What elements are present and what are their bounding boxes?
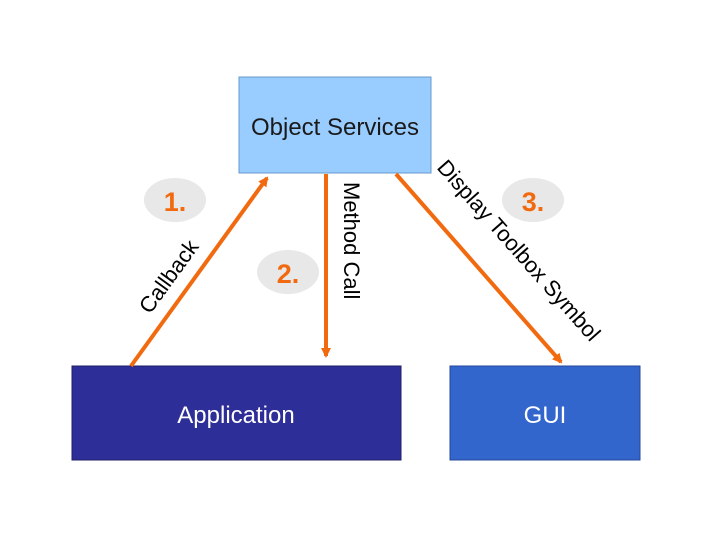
- application-box: [71, 365, 402, 461]
- gui-box: [449, 365, 641, 461]
- step-1-badge: [144, 178, 206, 222]
- object-services-label: Object Services: [251, 114, 419, 141]
- step-1-label: 1.: [164, 187, 187, 217]
- step-2-label: 2.: [277, 259, 300, 289]
- application-label: Application: [177, 402, 294, 429]
- callback-arrow: [129, 176, 269, 368]
- gui-label: GUI: [524, 402, 567, 429]
- method-call-label: Method Call: [339, 182, 364, 299]
- step-3-label: 3.: [522, 187, 545, 217]
- step-3-badge: [502, 178, 564, 222]
- object-services-box: [238, 76, 432, 174]
- display-symbol-arrow: [394, 172, 563, 364]
- step-2-badge: [257, 250, 319, 294]
